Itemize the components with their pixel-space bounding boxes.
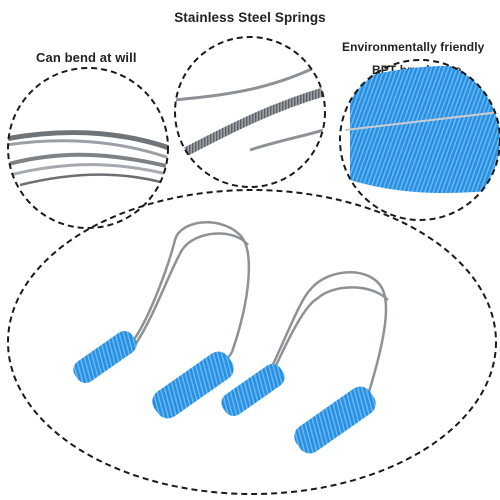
brush-1-wire — [129, 221, 251, 372]
brush-2-head-b — [294, 386, 376, 454]
springs-circle — [174, 36, 326, 188]
brush-circle — [339, 59, 500, 221]
brush-2-head-a — [221, 364, 285, 416]
brush-1-head-b — [152, 351, 234, 419]
product-ellipse — [7, 189, 497, 495]
brush-closeup — [344, 65, 500, 193]
bend-circle — [7, 67, 169, 229]
bend-label: Can bend at will — [36, 50, 137, 65]
brush-1-head-a — [73, 331, 137, 383]
eco-label-line1: Environmentally friendly — [342, 40, 485, 54]
springs-label: Stainless Steel Springs — [174, 10, 326, 25]
bend-wire-closeup — [8, 130, 168, 188]
